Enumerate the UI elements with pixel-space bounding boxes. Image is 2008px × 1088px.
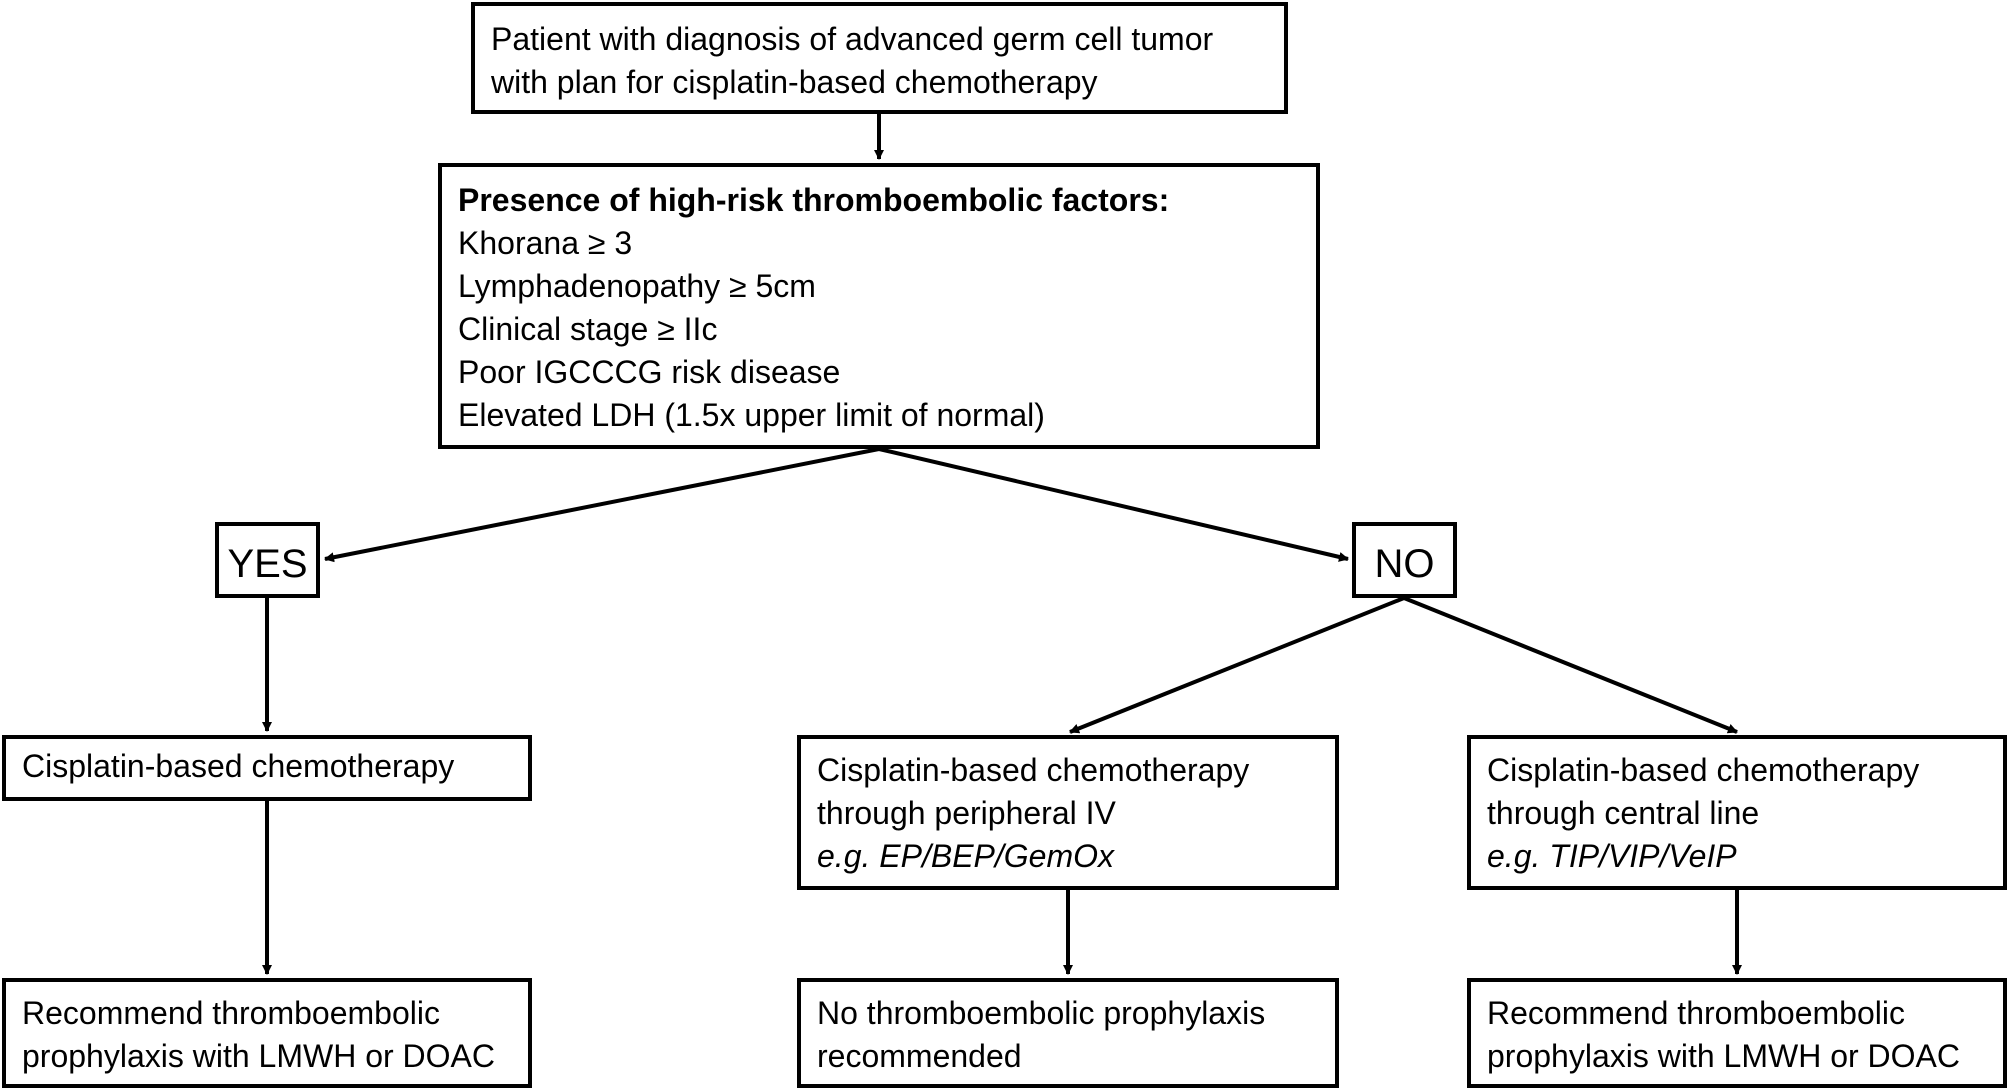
risk-factors-box: Presence of high-risk thromboembolic fac… xyxy=(438,163,1320,449)
recommend-yes-line-1: Recommend thromboembolic xyxy=(22,995,440,1031)
risk-factor-item: Clinical stage ≥ IIc xyxy=(458,311,718,347)
arrow-no-to-central xyxy=(1403,596,1738,734)
arrow-criteria-to-no xyxy=(878,447,1349,562)
chemo-central-box: Cisplatin-based chemotherapy through cen… xyxy=(1467,735,2007,890)
arrow-no-to-peripheral xyxy=(1069,596,1405,734)
no-prophylaxis-line-1: No thromboembolic prophylaxis xyxy=(817,995,1266,1031)
risk-factor-item: Lymphadenopathy ≥ 5cm xyxy=(458,268,816,304)
chemo-central-line-1: Cisplatin-based chemotherapy xyxy=(1487,752,1920,788)
chemo-peripheral-example: e.g. EP/BEP/GemOx xyxy=(817,838,1114,874)
no-label: NO xyxy=(1374,542,1435,586)
chemo-peripheral-line-1: Cisplatin-based chemotherapy xyxy=(817,752,1250,788)
recommend-prophylaxis-yes-box: Recommend thromboembolic prophylaxis wit… xyxy=(2,978,532,1088)
risk-factor-item: Khorana ≥ 3 xyxy=(458,225,633,261)
arrow-criteria-to-yes xyxy=(324,447,880,563)
chemo-yes-line-1: Cisplatin-based chemotherapy xyxy=(22,748,455,784)
recommend-prophylaxis-central-box: Recommend thromboembolic prophylaxis wit… xyxy=(1467,978,2007,1088)
chemo-peripheral-line-2: through peripheral IV xyxy=(817,795,1116,831)
chemo-central-example: e.g. TIP/VIP/VeIP xyxy=(1487,838,1737,874)
no-prophylaxis-box: No thromboembolic prophylaxis recommende… xyxy=(797,978,1339,1088)
chemo-yes-box: Cisplatin-based chemotherapy xyxy=(2,735,532,801)
no-box: NO xyxy=(1352,522,1457,598)
risk-factor-item: Elevated LDH (1.5x upper limit of normal… xyxy=(458,397,1045,433)
chemo-central-line-2: through central line xyxy=(1487,795,1760,831)
chemo-peripheral-box: Cisplatin-based chemotherapy through per… xyxy=(797,735,1339,890)
start-line-1: Patient with diagnosis of advanced germ … xyxy=(491,21,1214,57)
risk-factor-item: Poor IGCCCG risk disease xyxy=(458,354,841,390)
start-box: Patient with diagnosis of advanced germ … xyxy=(471,2,1288,114)
start-line-2: with plan for cisplatin-based chemothera… xyxy=(491,64,1098,100)
no-prophylaxis-line-2: recommended xyxy=(817,1038,1022,1074)
recommend-yes-line-2: prophylaxis with LMWH or DOAC xyxy=(22,1038,495,1074)
risk-factors-heading: Presence of high-risk thromboembolic fac… xyxy=(458,182,1170,218)
recommend-central-line-2: prophylaxis with LMWH or DOAC xyxy=(1487,1038,1960,1074)
yes-box: YES xyxy=(215,522,320,598)
recommend-central-line-1: Recommend thromboembolic xyxy=(1487,995,1905,1031)
yes-label: YES xyxy=(227,542,308,586)
